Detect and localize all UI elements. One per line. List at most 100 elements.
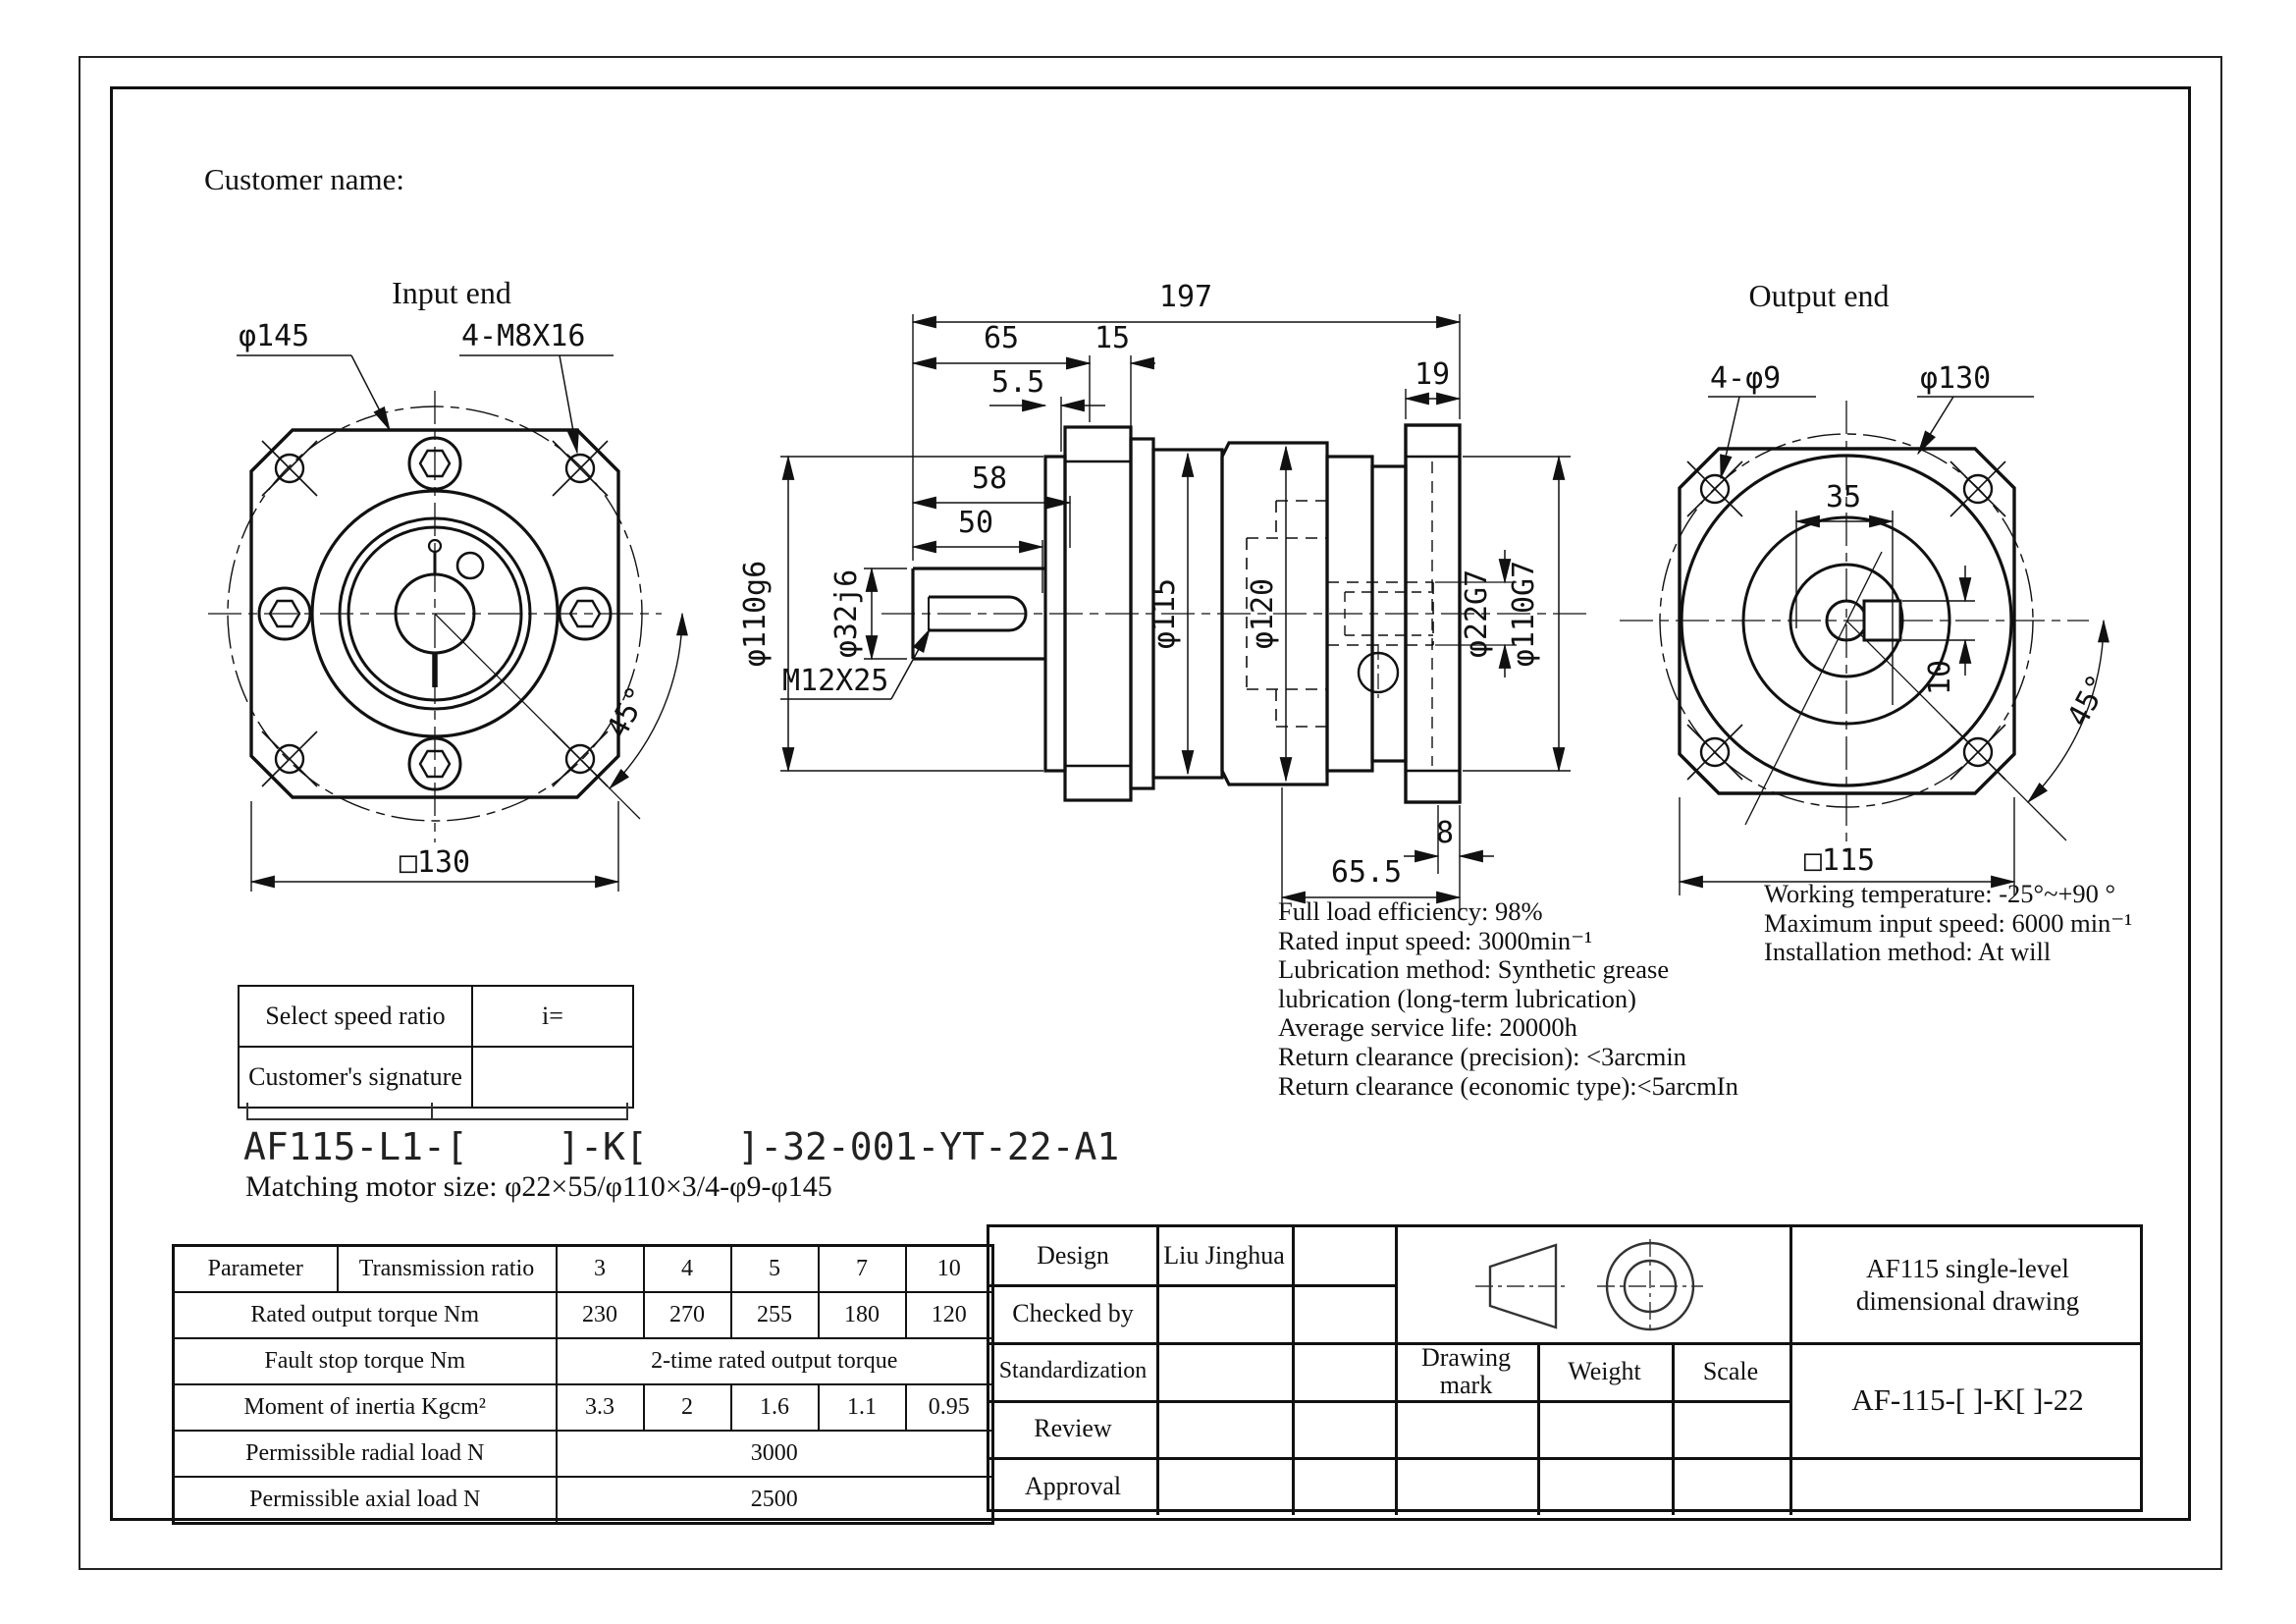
dim-4-phi9: 4-φ9	[1710, 361, 1781, 396]
dim-58: 58	[972, 461, 1007, 496]
param-header: Parameter	[172, 1244, 339, 1293]
designer-name: Liu Jinghua	[1163, 1241, 1285, 1270]
spec-line: Full load efficiency: 98%	[1278, 896, 1543, 926]
row-label: Permissible radial load N	[172, 1430, 558, 1478]
table-row: Permissible axial load N 2500	[172, 1476, 994, 1525]
output-end-view: 4-φ9 φ130 35 10 □115 45°	[1620, 361, 2116, 895]
dim-phi110g6: φ110g6	[738, 561, 773, 667]
role-checked-by: Checked by	[1012, 1298, 1134, 1327]
cell: 2-time rated output torque	[555, 1337, 994, 1385]
signature-label: Customer's signature	[238, 1046, 473, 1109]
dim-phi115: φ115	[1148, 578, 1182, 649]
condition-line: Working temperature: -25°~+90 °	[1764, 879, 2116, 908]
ratio-value: 4	[642, 1244, 732, 1293]
table-row: Moment of inertia Kgcm² 3.3 2 1.6 1.1 0.…	[172, 1383, 994, 1432]
dim-square130: □130	[400, 845, 470, 880]
title-block: Design Checked by Standardization Review…	[987, 1224, 2143, 1515]
speed-ratio-table: Select speed ratio i= Customer's signatu…	[238, 985, 634, 1109]
dim-5-5: 5.5	[991, 365, 1044, 400]
cell: 270	[642, 1291, 732, 1339]
dim-50: 50	[958, 506, 993, 540]
spec-notes: Full load efficiency: 98% Rated input sp…	[1278, 896, 1738, 1101]
drawing-part-number: AF-115-[ ]-K[ ]-22	[1851, 1381, 2084, 1417]
role-design: Design	[1037, 1241, 1109, 1270]
dim-15: 15	[1095, 321, 1130, 355]
projection-symbol-icon	[1475, 1239, 1703, 1333]
cell: 255	[729, 1291, 820, 1339]
dim-19: 19	[1415, 357, 1450, 392]
parameter-table: Parameter Transmission ratio 3 4 5 7 10 …	[172, 1244, 994, 1525]
dim-197: 197	[1159, 280, 1212, 314]
row-label: Rated output torque Nm	[172, 1291, 558, 1339]
order-code: AF115-L1-[ ]-K[ ]-32-001-YT-22-A1	[243, 1125, 1120, 1168]
dim-phi22g7: φ22G7	[1460, 569, 1494, 658]
dim-phi145: φ145	[239, 319, 309, 353]
role-standardization: Standardization	[998, 1358, 1148, 1383]
operating-conditions: Working temperature: -25°~+90 ° Maximum …	[1764, 879, 2133, 967]
dim-4-m8x16: 4-M8X16	[461, 319, 585, 353]
dim-65-5: 65.5	[1331, 855, 1402, 890]
dim-angle45-output: 45°	[2060, 669, 2115, 731]
spec-line: Lubrication method: Synthetic grease	[1278, 954, 1670, 985]
scale-header: Scale	[1702, 1356, 1759, 1385]
table-row: Parameter Transmission ratio 3 4 5 7 10	[172, 1244, 994, 1293]
drawing-title: AF115 single-level dimensional drawing	[1855, 1253, 2080, 1316]
cell: 120	[904, 1291, 994, 1339]
cell: 1.6	[729, 1383, 820, 1432]
row-label: Fault stop torque Nm	[172, 1337, 558, 1385]
role-approval: Approval	[1024, 1471, 1122, 1500]
table-row: Rated output torque Nm 230 270 255 180 1…	[172, 1291, 994, 1339]
row-label: Moment of inertia Kgcm²	[172, 1383, 558, 1432]
signature-underline	[246, 1103, 628, 1120]
spec-line: Rated input speed: 3000min⁻¹	[1278, 925, 1593, 955]
drawing-mark-header: Drawing mark	[1421, 1342, 1511, 1399]
spec-line: Return clearance (economic type):<5arcmI…	[1278, 1070, 1738, 1101]
condition-line: Installation method: At will	[1764, 937, 2052, 967]
condition-line: Maximum input speed: 6000 min⁻¹	[1764, 907, 2133, 938]
dim-m12x25: M12X25	[782, 664, 888, 698]
dim-square115: □115	[1804, 843, 1875, 878]
dim-angle45-input: 45°	[600, 680, 655, 743]
spec-line: Average service life: 20000h	[1278, 1012, 1577, 1043]
dim-phi110g7: φ110G7	[1507, 561, 1541, 667]
dim-phi32j6: φ32j6	[829, 569, 864, 658]
spec-line: Return clearance (precision): <3arcmin	[1278, 1041, 1686, 1071]
cell: 2	[642, 1383, 732, 1432]
signature-value[interactable]	[471, 1046, 634, 1109]
weight-header: Weight	[1568, 1356, 1641, 1385]
cell: 1.1	[817, 1383, 907, 1432]
cell: 180	[817, 1291, 907, 1339]
sheet-inner-border	[110, 86, 2191, 1521]
table-row: Permissible radial load N 3000	[172, 1430, 994, 1478]
ratio-value: 3	[555, 1244, 645, 1293]
ratio-value: 10	[904, 1244, 994, 1293]
cell: 3.3	[555, 1383, 645, 1432]
dim-10: 10	[1923, 660, 1957, 695]
dim-65: 65	[984, 321, 1019, 355]
role-review: Review	[1034, 1414, 1112, 1442]
spec-line: lubrication (long-term lubrication)	[1278, 983, 1636, 1013]
dim-8: 8	[1436, 816, 1454, 850]
cell: 2500	[555, 1476, 994, 1525]
cell: 3000	[555, 1430, 994, 1478]
row-label: Permissible axial load N	[172, 1476, 558, 1525]
speed-ratio-value[interactable]: i=	[471, 985, 634, 1048]
dim-phi130: φ130	[1920, 361, 1991, 396]
speed-ratio-label: Select speed ratio	[238, 985, 473, 1048]
side-section-view: 197 65 15 5.5 19 58 50 φ32j6	[738, 280, 1592, 911]
matching-motor-size: Matching motor size: φ22×55/φ110×3/4-φ9-…	[245, 1170, 832, 1203]
ratio-header: Transmission ratio	[336, 1244, 558, 1293]
table-row: Fault stop torque Nm 2-time rated output…	[172, 1337, 994, 1385]
ratio-value: 7	[817, 1244, 907, 1293]
dim-35: 35	[1826, 480, 1861, 514]
input-end-view: φ145 4-M8X16 □130 45°	[208, 319, 688, 892]
sheet-outer-border	[79, 56, 2222, 1570]
cell: 230	[555, 1291, 645, 1339]
ratio-value: 5	[729, 1244, 820, 1293]
dim-phi120: φ120	[1246, 578, 1280, 649]
cell: 0.95	[904, 1383, 994, 1432]
customer-name-label: Customer name:	[204, 162, 405, 196]
output-end-title: Output end	[1748, 278, 1890, 313]
